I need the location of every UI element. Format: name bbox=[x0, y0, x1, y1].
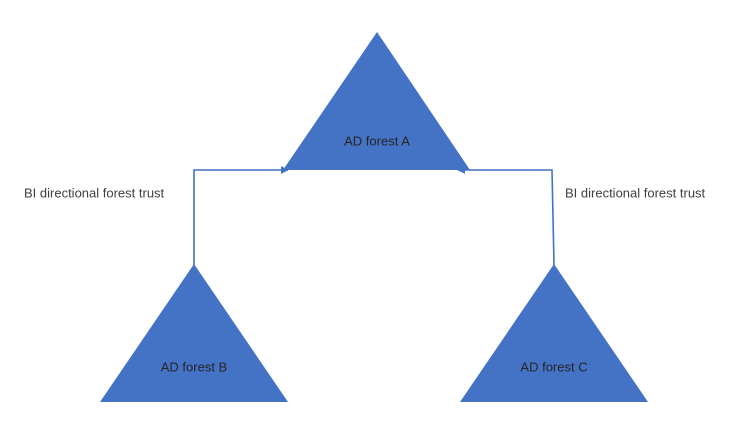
forest-a-label: AD forest A bbox=[344, 133, 410, 148]
connector-trust-a-b[interactable] bbox=[190, 166, 289, 273]
forest-a-shape[interactable]: AD forest A bbox=[283, 32, 470, 170]
connector-line-a-c[interactable] bbox=[457, 166, 559, 273]
triangle-icon[interactable] bbox=[460, 264, 648, 402]
forest-b-shape[interactable]: AD forest B bbox=[100, 264, 288, 402]
triangle-icon[interactable] bbox=[283, 32, 470, 170]
connector-line-a-b[interactable] bbox=[190, 166, 289, 273]
triangle-icon[interactable] bbox=[100, 264, 288, 402]
forest-c-label: AD forest C bbox=[520, 359, 587, 374]
trust-label-right: BI directional forest trust bbox=[565, 185, 706, 200]
trust-label-left: BI directional forest trust bbox=[24, 185, 165, 200]
connector-trust-a-c[interactable] bbox=[457, 166, 559, 273]
forest-c-shape[interactable]: AD forest C bbox=[460, 264, 648, 402]
forest-b-label: AD forest B bbox=[161, 359, 227, 374]
